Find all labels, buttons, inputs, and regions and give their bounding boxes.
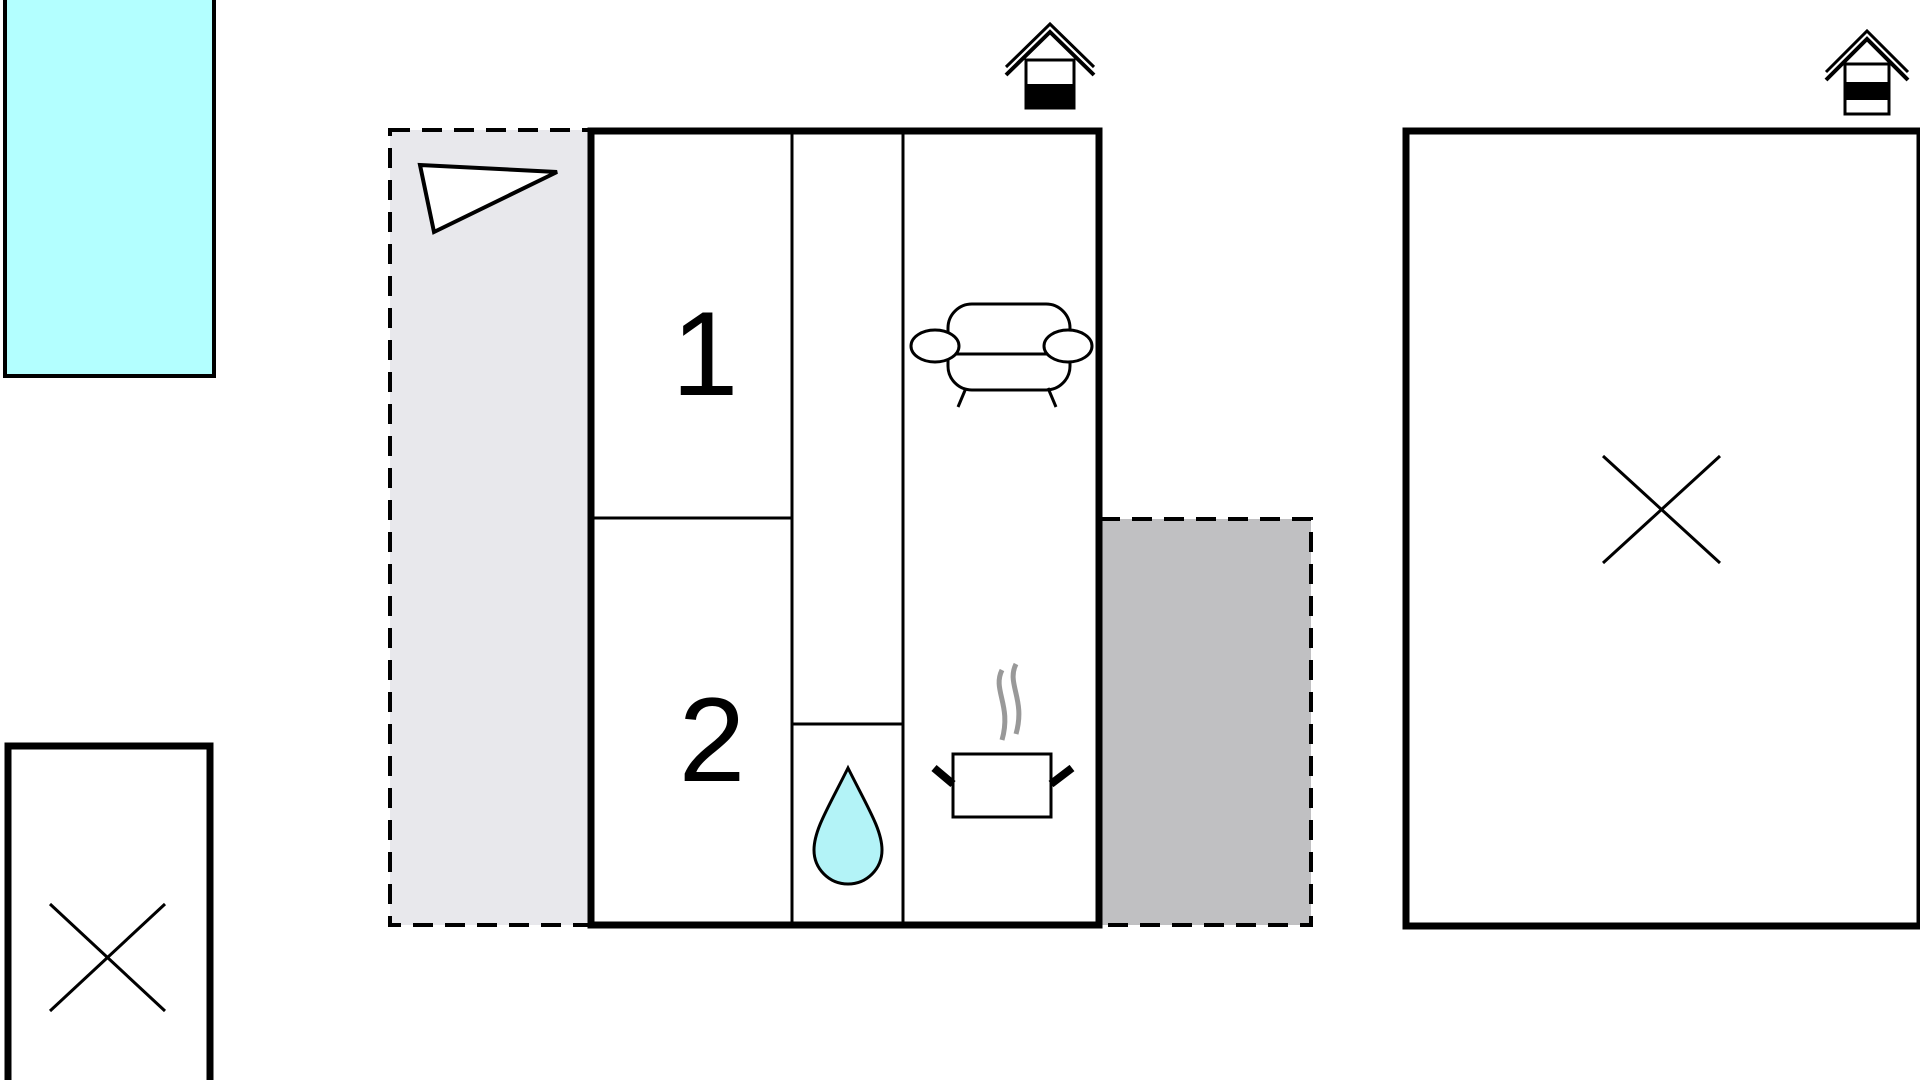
pool [3,0,216,378]
cooking-pot-icon [931,662,1075,819]
building-right [1402,127,1920,930]
entrance-icon [1824,28,1910,116]
room-number-2: 2 [679,673,746,807]
sofa-icon [909,302,1094,408]
terrace-left [388,128,592,927]
cross-icon [48,902,167,1013]
room-number-1: 1 [672,287,739,421]
building-bottom-left [4,742,214,1080]
covered-area [1098,517,1313,927]
cross-icon [1601,454,1722,565]
terrace-icon [417,162,558,235]
water-drop-icon [812,764,884,886]
entrance-icon [1004,21,1096,110]
